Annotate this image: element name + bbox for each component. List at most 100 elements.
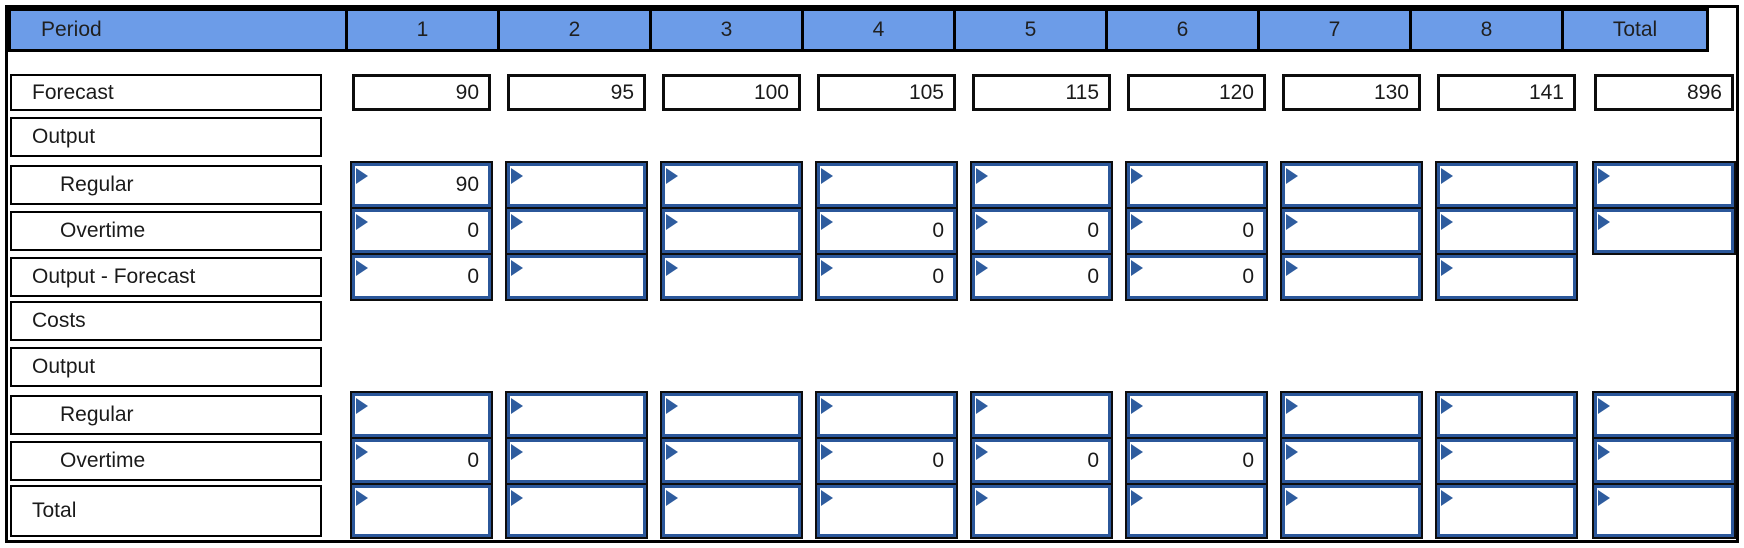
input-flag-icon (666, 398, 678, 414)
input-flag-icon (1598, 168, 1610, 184)
input-flag-icon (1131, 490, 1143, 506)
cell-value: 0 (932, 265, 944, 288)
regular-2-period-8-input[interactable] (1435, 161, 1578, 209)
total-9-period-2-input[interactable] (505, 483, 648, 539)
col-total (1588, 437, 1736, 485)
overtime-3-total-input[interactable] (1592, 207, 1736, 255)
cell-value: 0 (1242, 265, 1254, 288)
input-flag-icon (666, 168, 678, 184)
regular-7-period-7-input[interactable] (1280, 391, 1423, 439)
regular-2-period-6-input[interactable] (1125, 161, 1268, 209)
overtime-8-period-2-input[interactable] (505, 437, 648, 485)
col-period-5: 0 (968, 207, 1123, 255)
output-forecast-4-period-6-input[interactable]: 0 (1125, 253, 1268, 301)
total-9-period-3-input[interactable] (660, 483, 803, 539)
input-flag-icon (1286, 444, 1298, 460)
regular-2-period-5-input[interactable] (970, 161, 1113, 209)
label-cell-output-1: Output (8, 117, 348, 157)
col-period-6: 0 (1123, 253, 1278, 301)
overtime-3-period-2-input[interactable] (505, 207, 648, 255)
input-flag-icon (1598, 490, 1610, 506)
input-flag-icon (1131, 260, 1143, 276)
col-period-2 (503, 161, 658, 209)
col-period-4 (813, 483, 968, 539)
regular-7-period-6-input[interactable] (1125, 391, 1268, 439)
output-forecast-4-period-7-input[interactable] (1280, 253, 1423, 301)
table-row-costs-5: Costs (8, 301, 1736, 341)
row-label-costs-5: Costs (10, 301, 322, 341)
input-flag-icon (976, 398, 988, 414)
overtime-3-period-4-input[interactable]: 0 (815, 207, 958, 255)
col-period-7 (1278, 483, 1433, 539)
regular-7-total-input[interactable] (1592, 391, 1736, 439)
output-forecast-4-period-8-input[interactable] (1435, 253, 1578, 301)
input-flag-icon (821, 490, 833, 506)
overtime-8-period-8-input[interactable] (1435, 437, 1578, 485)
input-flag-icon (1131, 168, 1143, 184)
overtime-8-period-3-input[interactable] (660, 437, 803, 485)
overtime-8-period-7-input[interactable] (1280, 437, 1423, 485)
total-9-period-1-input[interactable] (350, 483, 493, 539)
total-9-period-4-input[interactable] (815, 483, 958, 539)
label-cell-total-9: Total (8, 485, 348, 537)
input-flag-icon (511, 168, 523, 184)
overtime-3-period-5-input[interactable]: 0 (970, 207, 1113, 255)
regular-7-period-2-input[interactable] (505, 391, 648, 439)
cell-value: 100 (753, 80, 789, 104)
overtime-3-period-7-input[interactable] (1280, 207, 1423, 255)
col-total (1588, 391, 1736, 439)
overtime-8-period-5-input[interactable]: 0 (970, 437, 1113, 485)
total-9-period-6-input[interactable] (1125, 483, 1268, 539)
regular-2-period-4-input[interactable] (815, 161, 958, 209)
regular-7-period-4-input[interactable] (815, 391, 958, 439)
col-period-5: 0 (968, 437, 1123, 485)
input-flag-icon (1131, 444, 1143, 460)
input-flag-icon (356, 398, 368, 414)
total-9-period-8-input[interactable] (1435, 483, 1578, 539)
total-9-period-5-input[interactable] (970, 483, 1113, 539)
input-flag-icon (1286, 398, 1298, 414)
regular-7-period-8-input[interactable] (1435, 391, 1578, 439)
regular-2-total-input[interactable] (1592, 161, 1736, 209)
regular-7-period-1-input[interactable] (350, 391, 493, 439)
overtime-3-period-8-input[interactable] (1435, 207, 1578, 255)
overtime-8-period-1-input[interactable]: 0 (350, 437, 493, 485)
row-label-output-forecast-4: Output - Forecast (10, 257, 322, 297)
overtime-8-total-input[interactable] (1592, 437, 1736, 485)
overtime-3-period-6-input[interactable]: 0 (1125, 207, 1268, 255)
col-period-6: 0 (1123, 437, 1278, 485)
input-flag-icon (976, 444, 988, 460)
overtime-8-period-6-input[interactable]: 0 (1125, 437, 1268, 485)
row-label-output-6: Output (10, 347, 322, 387)
input-flag-icon (1286, 168, 1298, 184)
col-period-6 (1123, 391, 1278, 439)
label-cell-overtime-3: Overtime (8, 209, 348, 253)
table-row-output-1: Output (8, 117, 1736, 157)
output-forecast-4-period-2-input[interactable] (505, 253, 648, 301)
col-period-3 (658, 161, 813, 209)
regular-7-period-5-input[interactable] (970, 391, 1113, 439)
output-forecast-4-period-4-input[interactable]: 0 (815, 253, 958, 301)
output-forecast-4-period-3-input[interactable] (660, 253, 803, 301)
total-9-total-input[interactable] (1592, 483, 1736, 539)
col-total (1588, 207, 1736, 255)
regular-2-period-7-input[interactable] (1280, 161, 1423, 209)
header-period-8: 8 (1409, 8, 1564, 52)
forecast-0-total-cell: 896 (1594, 74, 1734, 111)
overtime-3-period-1-input[interactable]: 0 (350, 207, 493, 255)
overtime-8-period-4-input[interactable]: 0 (815, 437, 958, 485)
col-period-5: 115 (968, 74, 1123, 111)
input-flag-icon (1598, 444, 1610, 460)
regular-7-period-3-input[interactable] (660, 391, 803, 439)
overtime-3-period-3-input[interactable] (660, 207, 803, 255)
regular-2-period-2-input[interactable] (505, 161, 648, 209)
input-flag-icon (666, 214, 678, 230)
total-9-period-7-input[interactable] (1280, 483, 1423, 539)
output-forecast-4-period-1-input[interactable]: 0 (350, 253, 493, 301)
output-forecast-4-period-5-input[interactable]: 0 (970, 253, 1113, 301)
input-flag-icon (511, 444, 523, 460)
regular-2-period-3-input[interactable] (660, 161, 803, 209)
regular-2-period-1-input[interactable]: 90 (350, 161, 493, 209)
